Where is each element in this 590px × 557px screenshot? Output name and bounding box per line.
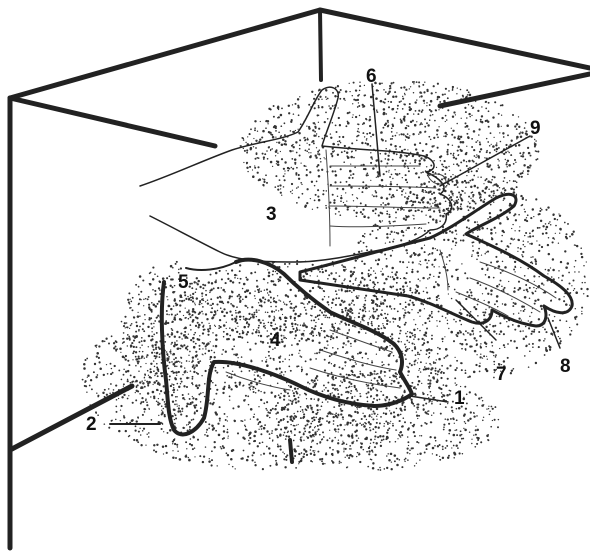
label-9: 9 bbox=[530, 118, 541, 139]
label-6: 6 bbox=[366, 66, 377, 87]
label-2: 2 bbox=[86, 414, 97, 435]
label-1: 1 bbox=[454, 388, 465, 409]
label-3: 3 bbox=[266, 204, 277, 225]
box-front-top-edge bbox=[10, 98, 215, 146]
label-8: 8 bbox=[560, 356, 571, 377]
box-top-left-edge bbox=[10, 10, 320, 98]
label-4: 4 bbox=[270, 330, 281, 351]
box-back-vertical-edge bbox=[320, 10, 321, 80]
label-5: 5 bbox=[178, 272, 189, 293]
finger-line-3 bbox=[456, 292, 508, 316]
finger-line-2 bbox=[470, 278, 540, 312]
stippled-filling bbox=[82, 81, 589, 471]
wrist-line bbox=[186, 262, 236, 270]
upper-finger-3 bbox=[330, 206, 440, 208]
label-7: 7 bbox=[496, 364, 507, 385]
box-bottom-left-stub bbox=[10, 386, 132, 450]
upper-knuckle-line bbox=[326, 150, 330, 246]
box-top-right-edge bbox=[320, 10, 590, 68]
box-floor-back-edge bbox=[290, 440, 292, 462]
pointer-line-8 bbox=[548, 318, 560, 348]
box-right-top-edge bbox=[440, 74, 590, 106]
pointer-line-9 bbox=[440, 136, 530, 186]
